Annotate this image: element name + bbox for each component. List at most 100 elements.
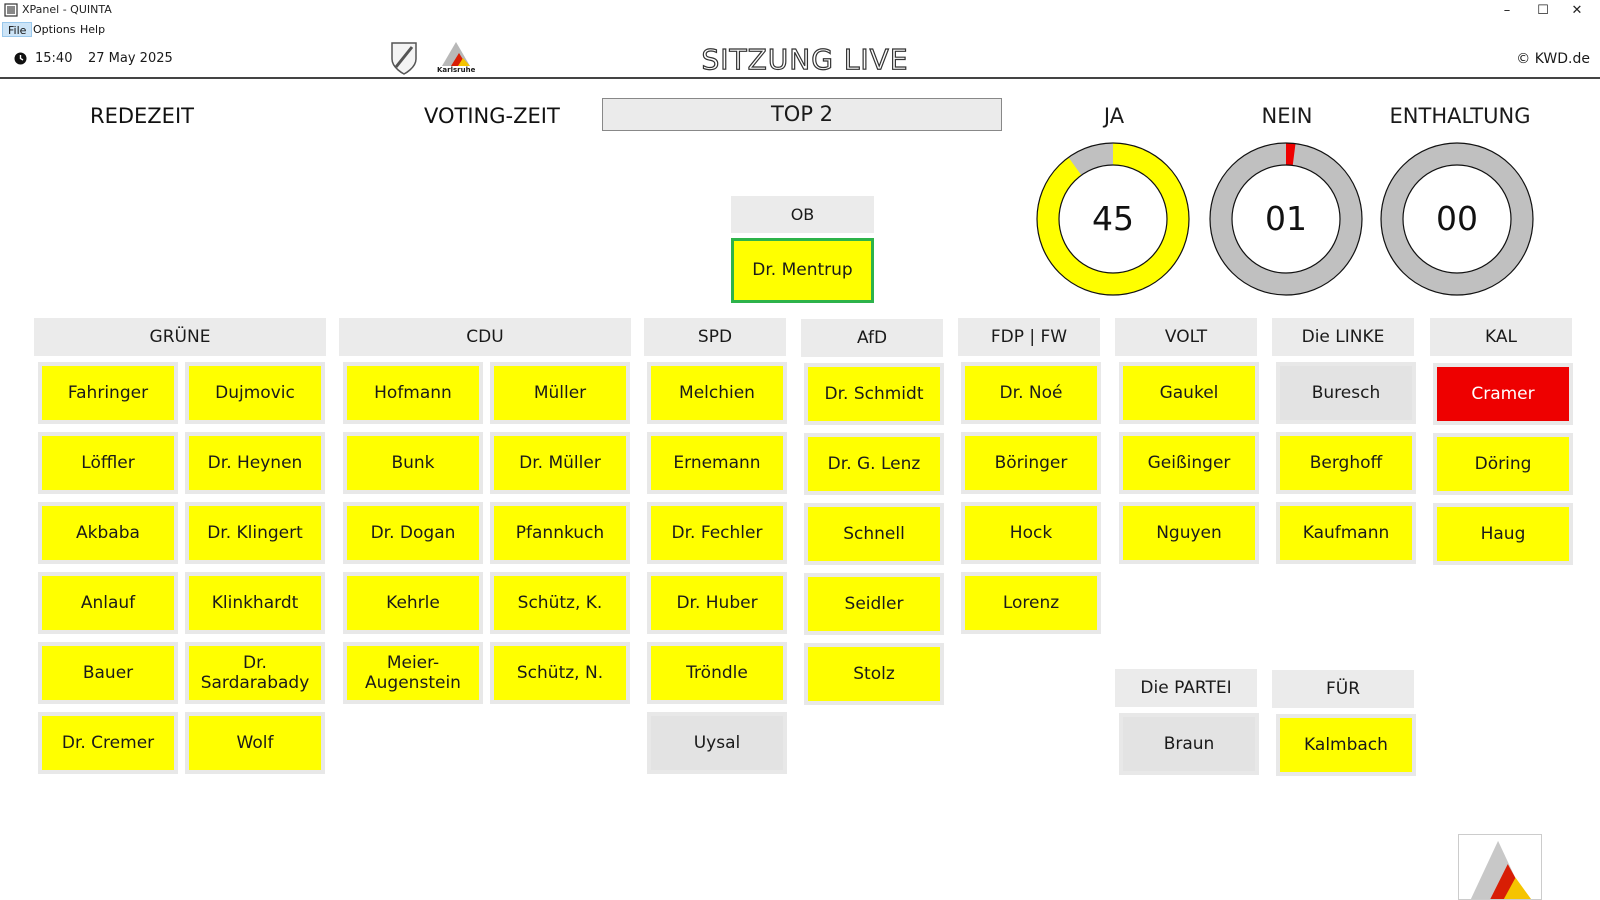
member-card[interactable]: Schnell (804, 503, 944, 565)
karlsruhe-logo-icon (442, 42, 470, 66)
party-header-cdu: CDU (339, 318, 631, 356)
no-gauge (1209, 142, 1363, 296)
speaking-time-label: REDEZEIT (90, 104, 194, 128)
city-logo-text: Karlsruhe (437, 66, 476, 74)
member-card[interactable]: Wolf (185, 712, 325, 774)
gauge-outer-rim (1380, 142, 1534, 296)
member-card[interactable]: Dr. Huber (647, 572, 787, 634)
gauge-center (1231, 164, 1341, 274)
gauge-outer-rim (1036, 142, 1190, 296)
party-header-kal: KAL (1430, 318, 1572, 356)
minimize-button[interactable]: – (1503, 2, 1511, 18)
agenda-item-box: TOP 2 (602, 98, 1002, 131)
member-card[interactable]: Haug (1433, 503, 1573, 565)
member-card[interactable]: Tröndle (647, 642, 787, 704)
member-card[interactable]: Buresch (1276, 362, 1416, 424)
mayor-header: OB (731, 196, 874, 233)
member-card[interactable]: Nguyen (1119, 502, 1259, 564)
copyright-text: © KWD.de (1516, 51, 1590, 67)
party-header-afd: AfD (801, 319, 943, 357)
city-shield-icon (391, 42, 417, 75)
member-card[interactable]: Dr. Noé (961, 362, 1101, 424)
menu-options[interactable]: Options (33, 23, 76, 36)
party-header-fdp-fw: FDP | FW (958, 318, 1100, 356)
gauge-fill (1037, 143, 1189, 295)
party-header-volt: VOLT (1115, 318, 1257, 356)
member-card[interactable]: Dr. Dogan (343, 502, 483, 564)
member-card[interactable]: Cramer (1433, 363, 1573, 425)
menu-bar: File Options Help (0, 20, 1600, 38)
member-card[interactable]: Berghoff (1276, 432, 1416, 494)
member-card[interactable]: Dr. Müller (490, 432, 630, 494)
mayor-card[interactable]: Dr. Mentrup (731, 238, 874, 303)
party-header-spd: SPD (644, 318, 786, 356)
voting-time-label: VOTING-ZEIT (424, 104, 560, 128)
no-label: NEIN (1261, 104, 1313, 128)
yes-gauge (1036, 142, 1190, 296)
member-card[interactable]: Döring (1433, 433, 1573, 495)
member-card[interactable]: Böringer (961, 432, 1101, 494)
clock-icon (14, 52, 27, 65)
gauge-center (1058, 164, 1168, 274)
member-card[interactable]: Dr. G. Lenz (804, 433, 944, 495)
member-card[interactable]: Uysal (647, 712, 787, 774)
member-card[interactable]: Schütz, N. (490, 642, 630, 704)
close-button[interactable]: ✕ (1571, 2, 1583, 18)
corner-logo-icon (1458, 834, 1542, 900)
member-card[interactable]: Ernemann (647, 432, 787, 494)
member-card[interactable]: Kaufmann (1276, 502, 1416, 564)
member-card[interactable]: Kalmbach (1276, 714, 1416, 776)
member-card[interactable]: Dr. Fechler (647, 502, 787, 564)
member-card[interactable]: Kehrle (343, 572, 483, 634)
party-header-für: FÜR (1272, 670, 1414, 708)
member-card[interactable]: Gaukel (1119, 362, 1259, 424)
member-card[interactable]: Anlauf (38, 572, 178, 634)
party-header-die-partei: Die PARTEI (1115, 669, 1257, 707)
window-title: XPanel - QUINTA (22, 3, 112, 16)
member-card[interactable]: Dr. Cremer (38, 712, 178, 774)
member-card[interactable]: Fahringer (38, 362, 178, 424)
abstain-count: 00 (1436, 199, 1478, 238)
current-time: 15:40 (35, 51, 73, 66)
member-card[interactable]: Löffler (38, 432, 178, 494)
member-card[interactable]: Bauer (38, 642, 178, 704)
member-card[interactable]: Dr. Heynen (185, 432, 325, 494)
gauge-center (1402, 164, 1512, 274)
gauge-track (1381, 143, 1533, 295)
member-card[interactable]: Stolz (804, 643, 944, 705)
member-card[interactable]: Lorenz (961, 572, 1101, 634)
member-card[interactable]: Bunk (343, 432, 483, 494)
member-card[interactable]: Dr. Klingert (185, 502, 325, 564)
gauge-outer-rim (1209, 142, 1363, 296)
member-card[interactable]: Geißinger (1119, 432, 1259, 494)
maximize-button[interactable]: ☐ (1537, 2, 1549, 18)
member-card[interactable]: Klinkhardt (185, 572, 325, 634)
yes-label: JA (1103, 104, 1125, 128)
no-count: 01 (1265, 199, 1307, 238)
member-card[interactable]: Hock (961, 502, 1101, 564)
member-card[interactable]: Dr. Schmidt (804, 363, 944, 425)
page-title: SITZUNG LIVE (701, 42, 909, 76)
member-card[interactable]: Dr. Sardarabady (185, 642, 325, 704)
status-header: 15:40 27 May 2025 Karlsruhe SITZUNG LIVE… (0, 38, 1600, 79)
member-card[interactable]: Müller (490, 362, 630, 424)
member-card[interactable]: Seidler (804, 573, 944, 635)
party-header-grüne: GRÜNE (34, 318, 326, 356)
member-card[interactable]: Schütz, K. (490, 572, 630, 634)
member-card[interactable]: Meier-Augenstein (343, 642, 483, 704)
member-card[interactable]: Pfannkuch (490, 502, 630, 564)
party-header-die-linke: Die LINKE (1272, 318, 1414, 356)
abstain-gauge (1380, 142, 1534, 296)
member-card[interactable]: Akbaba (38, 502, 178, 564)
current-date: 27 May 2025 (88, 51, 173, 66)
app-icon (4, 3, 18, 17)
menu-help[interactable]: Help (80, 23, 106, 36)
window-titlebar: XPanel - QUINTA – ☐ ✕ (0, 0, 1600, 20)
member-card[interactable]: Braun (1119, 713, 1259, 775)
member-card[interactable]: Dujmovic (185, 362, 325, 424)
member-card[interactable]: Hofmann (343, 362, 483, 424)
menu-file[interactable]: File (2, 22, 33, 37)
member-card[interactable]: Melchien (647, 362, 787, 424)
yes-count: 45 (1092, 199, 1134, 238)
abstain-label: ENTHALTUNG (1389, 104, 1531, 128)
